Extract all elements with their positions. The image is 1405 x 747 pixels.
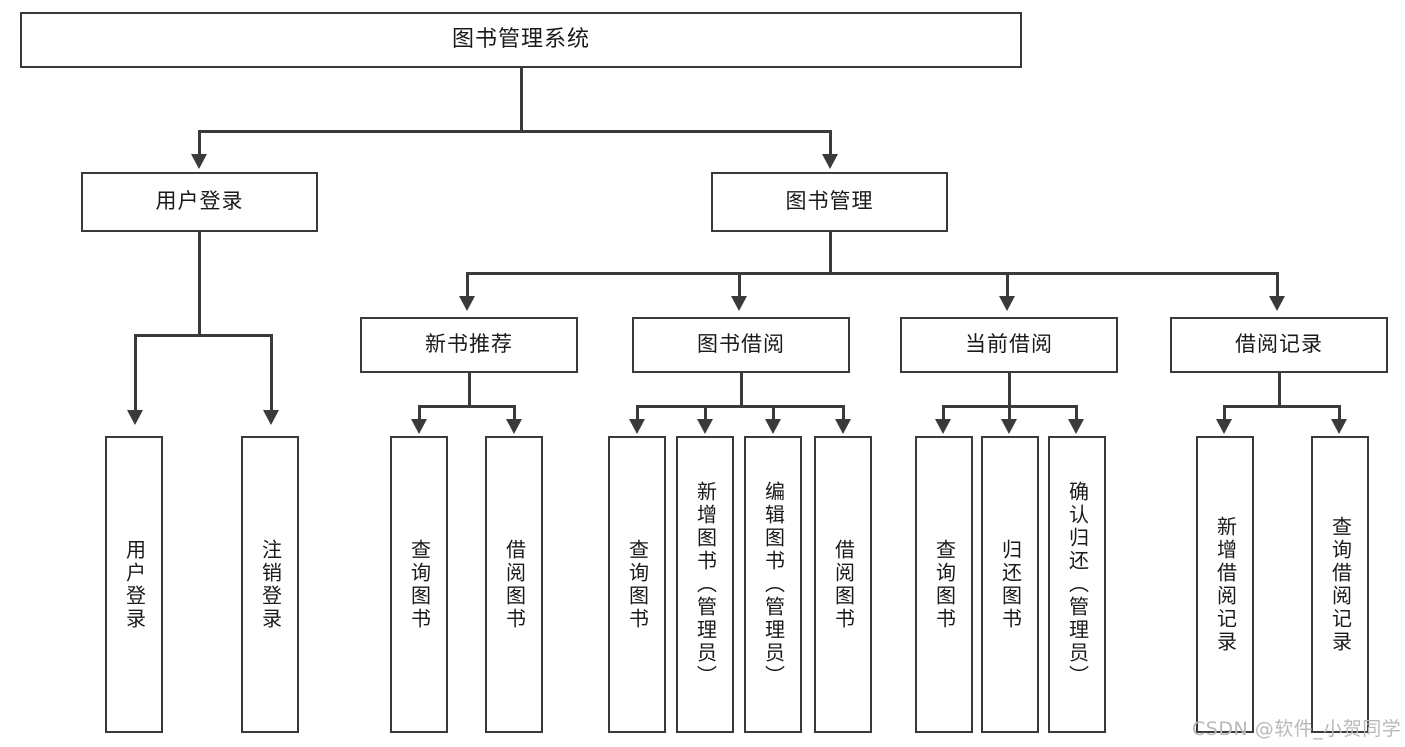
node-root-book-management-system[interactable]: 图书管理系统 (20, 12, 1022, 68)
node-book-borrow[interactable]: 图书借阅 (632, 317, 850, 373)
leaf-current-borrow-return-book[interactable]: 归还图书 (981, 436, 1039, 733)
connector-bm-branch-2 (738, 272, 741, 296)
connector-bb-branch-1 (636, 405, 639, 421)
connector-bm-branch-3 (1006, 272, 1009, 296)
arrowhead-bm-to-new-book-recommend (459, 296, 475, 311)
node-label: 图书管理 (785, 189, 874, 214)
node-label: 当前借阅 (965, 332, 1053, 357)
connector-bb-branch-2 (704, 405, 707, 421)
connector-nbr-bar (418, 405, 516, 408)
arrowhead-bb-leaf-4 (835, 419, 851, 434)
arrowhead-cb-leaf-1 (935, 419, 951, 434)
arrowhead-root-to-user-login (191, 154, 207, 169)
node-user-login[interactable]: 用户登录 (81, 172, 318, 232)
node-label: 归还图书 (998, 538, 1023, 631)
arrowhead-br-leaf-2 (1331, 419, 1347, 434)
arrowhead-nbr-leaf-2 (506, 419, 522, 434)
connector-nbr-stem (468, 373, 471, 407)
leaf-borrow-record-add-record[interactable]: 新增借阅记录 (1196, 436, 1254, 733)
arrowhead-bb-leaf-1 (629, 419, 645, 434)
arrowhead-bm-to-book-borrow (731, 296, 747, 311)
connector-bb-bar (636, 405, 844, 408)
node-label: 确认归还（管理员） (1065, 481, 1090, 688)
arrowhead-bb-leaf-3 (765, 419, 781, 434)
connector-cb-stem (1008, 373, 1011, 407)
node-label: 查询图书 (625, 538, 650, 631)
leaf-book-borrow-edit-book-admin[interactable]: 编辑图书（管理员） (744, 436, 802, 733)
connector-user-login-stem (198, 232, 201, 336)
connector-cb-branch-1 (942, 405, 945, 421)
connector-user-login-branch-2 (270, 334, 273, 410)
node-label: 图书借阅 (697, 332, 785, 357)
node-label: 借阅图书 (502, 538, 527, 631)
leaf-borrow-record-query-record[interactable]: 查询借阅记录 (1311, 436, 1369, 733)
connector-bb-branch-3 (772, 405, 775, 421)
node-label: 用户登录 (155, 189, 244, 214)
node-label: 查询图书 (932, 538, 957, 631)
leaf-current-borrow-query-book[interactable]: 查询图书 (915, 436, 973, 733)
arrowhead-user-login-leaf-2 (263, 410, 279, 425)
connector-nbr-branch-1 (418, 405, 421, 421)
connector-bm-branch-1 (466, 272, 469, 296)
node-current-borrow[interactable]: 当前借阅 (900, 317, 1118, 373)
node-label: 查询图书 (407, 538, 432, 631)
leaf-current-borrow-confirm-return-admin[interactable]: 确认归还（管理员） (1048, 436, 1106, 733)
arrowhead-bm-to-borrow-record (1269, 296, 1285, 311)
connector-bm-branch-4 (1276, 272, 1279, 296)
node-book-management[interactable]: 图书管理 (711, 172, 948, 232)
node-new-book-recommend[interactable]: 新书推荐 (360, 317, 578, 373)
node-label: 新增借阅记录 (1213, 515, 1238, 654)
node-borrow-record[interactable]: 借阅记录 (1170, 317, 1388, 373)
node-label: 注销登录 (258, 538, 283, 631)
leaf-book-borrow-borrow-book[interactable]: 借阅图书 (814, 436, 872, 733)
node-label: 新增图书（管理员） (693, 481, 718, 688)
connector-nbr-branch-2 (513, 405, 516, 421)
node-label: 图书管理系统 (451, 26, 590, 52)
leaf-user-login-logout[interactable]: 注销登录 (241, 436, 299, 733)
connector-root-stem (520, 68, 523, 132)
connector-br-stem (1278, 373, 1281, 407)
connector-cb-branch-3 (1075, 405, 1078, 421)
connector-bb-stem (740, 373, 743, 407)
arrowhead-user-login-leaf-1 (127, 410, 143, 425)
leaf-new-book-recommend-borrow-book[interactable]: 借阅图书 (485, 436, 543, 733)
node-label: 查询借阅记录 (1328, 515, 1353, 654)
leaf-book-borrow-query-book[interactable]: 查询图书 (608, 436, 666, 733)
arrowhead-root-to-book-management (822, 154, 838, 169)
leaf-new-book-recommend-query-book[interactable]: 查询图书 (390, 436, 448, 733)
connector-root-to-book-management (829, 130, 832, 154)
connector-cb-branch-2 (1008, 405, 1011, 421)
connector-bb-branch-4 (842, 405, 845, 421)
arrowhead-bb-leaf-2 (697, 419, 713, 434)
connector-user-login-branch-1 (134, 334, 137, 410)
node-label: 借阅记录 (1235, 332, 1323, 357)
connector-br-bar (1223, 405, 1340, 408)
connector-br-branch-2 (1338, 405, 1341, 421)
connector-user-login-bar (134, 334, 272, 337)
node-label: 编辑图书（管理员） (761, 481, 786, 688)
node-label: 借阅图书 (831, 538, 856, 631)
arrowhead-bm-to-current-borrow (999, 296, 1015, 311)
csdn-watermark: CSDN @软件_小贺同学 (1192, 718, 1402, 740)
node-label: 新书推荐 (425, 332, 513, 357)
connector-book-management-stem (829, 232, 832, 274)
connector-book-management-bar (466, 272, 1278, 275)
arrowhead-nbr-leaf-1 (411, 419, 427, 434)
connector-root-to-user-login (198, 130, 201, 154)
connector-br-branch-1 (1223, 405, 1226, 421)
node-label: 用户登录 (122, 538, 147, 631)
connector-root-bar (198, 130, 832, 133)
arrowhead-cb-leaf-2 (1001, 419, 1017, 434)
arrowhead-cb-leaf-3 (1068, 419, 1084, 434)
arrowhead-br-leaf-1 (1216, 419, 1232, 434)
leaf-user-login-login[interactable]: 用户登录 (105, 436, 163, 733)
leaf-book-borrow-add-book-admin[interactable]: 新增图书（管理员） (676, 436, 734, 733)
